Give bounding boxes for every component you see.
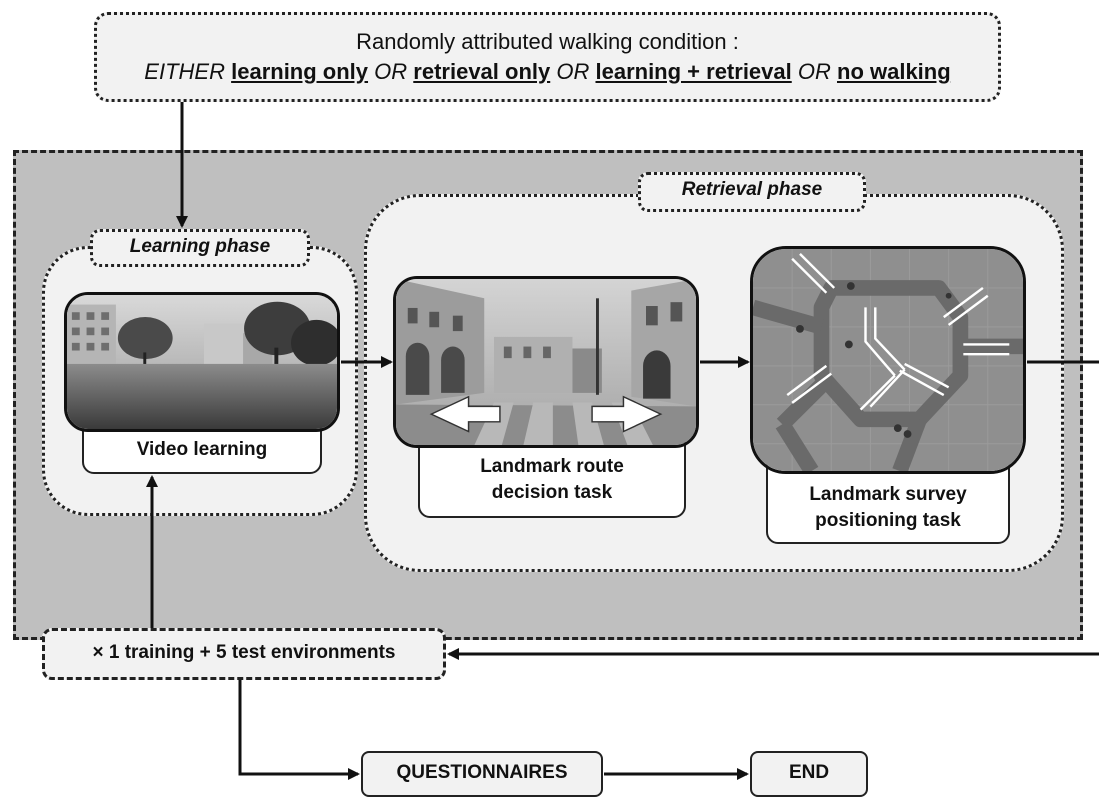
- option-retrieval-only: retrieval only: [413, 59, 551, 84]
- video-learning-label: Video learning: [136, 439, 268, 460]
- walking-condition-title: Randomly attributed walking condition :: [356, 29, 739, 54]
- option-learning-only: learning only: [231, 59, 369, 84]
- either-word: EITHER: [144, 59, 225, 84]
- option-learning-retrieval: learning + retrieval: [595, 59, 792, 84]
- repetition-label: × 1 training + 5 test environments: [92, 642, 396, 663]
- route-decision-label-line2: decision task: [491, 482, 613, 503]
- walking-condition-box: Randomly attributed walking condition : …: [94, 12, 1001, 102]
- or-word: OR: [797, 59, 831, 84]
- questionnaires-box: QUESTIONNAIRES: [361, 751, 603, 797]
- option-no-walking: no walking: [837, 59, 951, 84]
- video-learning-image: [64, 292, 340, 432]
- end-label: END: [788, 762, 830, 783]
- overhead-map-image: [753, 249, 1023, 471]
- survey-positioning-label-line1: Landmark survey: [809, 484, 967, 505]
- end-box: END: [750, 751, 868, 797]
- park-scene-image: [67, 295, 337, 429]
- survey-map-image: [750, 246, 1026, 474]
- walking-condition-options: EITHER learning only OR retrieval only O…: [97, 59, 998, 85]
- repetition-label-box: × 1 training + 5 test environments: [42, 628, 446, 680]
- route-decision-image: [393, 276, 699, 448]
- arrow-loop-to-questionnaires: [238, 680, 360, 780]
- retrieval-phase-label: Retrieval phase: [638, 172, 866, 212]
- street-scene-image: [396, 279, 696, 445]
- route-decision-label-line1: Landmark route: [480, 456, 624, 477]
- or-word: OR: [374, 59, 408, 84]
- survey-positioning-label-line2: positioning task: [815, 510, 961, 531]
- or-word: OR: [556, 59, 590, 84]
- questionnaires-label: QUESTIONNAIRES: [396, 762, 568, 783]
- learning-phase-label: Learning phase: [90, 229, 310, 267]
